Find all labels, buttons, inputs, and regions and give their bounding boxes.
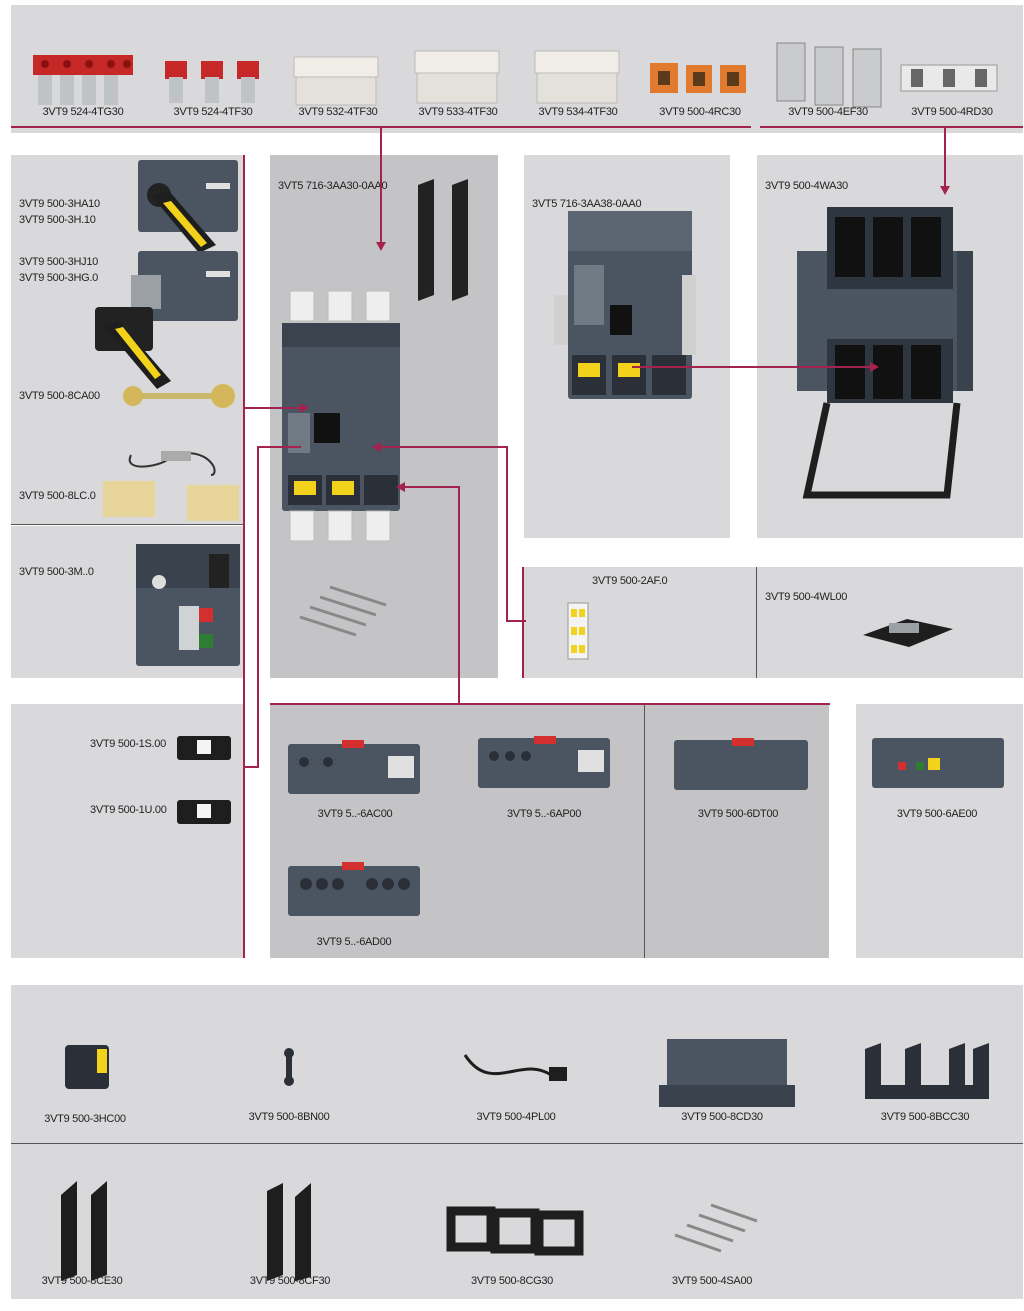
connector-top-to-withdrawable bbox=[944, 127, 946, 187]
connector-aux-horizontal bbox=[378, 446, 508, 448]
arrow-down-icon bbox=[940, 186, 950, 195]
handle-a-label-2: 3VT9 500-3H.10 bbox=[19, 214, 96, 226]
connector-plugin-to-withdrawable bbox=[632, 366, 872, 368]
connector-trip-vertical bbox=[458, 486, 460, 704]
terminal-label-5: 3VT9 534-4TF30 bbox=[538, 106, 618, 118]
terminal-label-1: 3VT9 524-4TG30 bbox=[42, 106, 124, 118]
connector-shunt-top bbox=[257, 446, 301, 448]
fixed-breaker-illustration bbox=[282, 179, 468, 637]
terminal-label-3: 3VT9 532-4TF30 bbox=[298, 106, 378, 118]
bottom-1-label-4: 3VT9 500-8CD30 bbox=[681, 1111, 763, 1123]
auxiliary-switch-illustration bbox=[567, 602, 589, 660]
trip-unit-ap-label: 3VT9 5..-6AP00 bbox=[506, 808, 582, 820]
bottom-2-label-4: 3VT9 500-4SA00 bbox=[671, 1275, 753, 1287]
plugin-breaker-illustration bbox=[554, 211, 696, 399]
terminal-label-8: 3VT9 500-4RD30 bbox=[911, 106, 993, 118]
shunt-release-illustration bbox=[177, 736, 231, 824]
bottom-1-label-3: 3VT9 500-4PL00 bbox=[476, 1111, 556, 1123]
connector-left-to-fixed bbox=[243, 407, 301, 409]
arrow-down-icon bbox=[376, 242, 386, 251]
connector-aux-foot bbox=[506, 620, 526, 622]
terminal-label-2: 3VT9 524-4TF30 bbox=[173, 106, 253, 118]
connector-aux-panel-edge bbox=[522, 567, 524, 678]
bottom-1-label-5: 3VT9 500-8BCC30 bbox=[880, 1111, 970, 1123]
withdrawable-lock-panel bbox=[757, 567, 1023, 678]
trip-unit-dt-label: 3VT9 500-6DT00 bbox=[697, 808, 779, 820]
bottom-2-label-2: 3VT9 500-8CF30 bbox=[249, 1275, 331, 1287]
terminal-illustrations bbox=[33, 42, 998, 108]
handle-a-label-1: 3VT9 500-3HA10 bbox=[19, 198, 100, 210]
top-connector-line-right bbox=[760, 126, 1023, 128]
arrow-right-icon bbox=[300, 403, 309, 413]
motor-operator-illustration bbox=[136, 544, 240, 666]
connector-trip-horizontal bbox=[402, 486, 460, 488]
arrow-left-icon bbox=[372, 442, 381, 452]
arrow-left-icon bbox=[396, 482, 405, 492]
bottom-accessory-illustrations bbox=[61, 1039, 989, 1281]
trip-unit-ac-label: 3VT9 5..-6AC00 bbox=[317, 808, 393, 820]
terminal-label-7: 3VT9 500-4EF30 bbox=[788, 106, 868, 118]
connector-shunt-vertical bbox=[257, 446, 259, 768]
motor-operator-label: 3VT9 500-3M..0 bbox=[19, 566, 94, 578]
plugin-breaker-label: 3VT5 716-3AA38-0AA0 bbox=[532, 198, 642, 210]
trip-unit-ae-illustration bbox=[872, 738, 1004, 788]
connector-trip-bus bbox=[270, 703, 830, 705]
connector-top-to-fixed bbox=[380, 127, 382, 243]
auxiliary-switch-panel bbox=[524, 567, 756, 678]
handle-b-label-1: 3VT9 500-3HJ10 bbox=[19, 256, 98, 268]
interlock-label: 3VT9 500-8CA00 bbox=[19, 390, 100, 402]
handle-illustrations bbox=[95, 160, 239, 521]
terminal-label-4: 3VT9 533-4TF30 bbox=[418, 106, 498, 118]
bottom-2-label-3: 3VT9 500-8CG30 bbox=[470, 1275, 554, 1287]
connector-aux-vertical bbox=[506, 446, 508, 622]
bottom-2-label-1: 3VT9 500-8CE30 bbox=[41, 1275, 123, 1287]
connector-left-bus bbox=[243, 155, 245, 958]
connector-shunt-bottom bbox=[243, 766, 259, 768]
bottom-1-label-2: 3VT9 500-8BN00 bbox=[248, 1111, 330, 1123]
arrow-right-icon bbox=[870, 362, 879, 372]
fixed-breaker-label: 3VT5 716-3AA30-0AA0 bbox=[278, 180, 388, 192]
terminal-label-6: 3VT9 500-4RC30 bbox=[659, 106, 741, 118]
withdrawable-lock-illustration bbox=[863, 619, 953, 647]
withdrawable-lock-label: 3VT9 500-4WL00 bbox=[765, 591, 848, 603]
trip-unit-illustrations bbox=[288, 736, 808, 916]
auxiliary-switch-label: 3VT9 500-2AF.0 bbox=[592, 575, 668, 587]
handle-b-label-2: 3VT9 500-3HG.0 bbox=[19, 272, 98, 284]
withdrawable-illustration bbox=[797, 207, 973, 499]
withdrawable-label: 3VT9 500-4WA30 bbox=[765, 180, 848, 192]
trip-unit-ae-label: 3VT9 500-6AE00 bbox=[896, 808, 978, 820]
bottom-1-label-1: 3VT9 500-3HC00 bbox=[44, 1113, 126, 1125]
bowden-label: 3VT9 500-8LC.0 bbox=[19, 490, 96, 502]
shunt-1-label: 3VT9 500-1S.00 bbox=[90, 738, 166, 750]
shunt-2-label: 3VT9 500-1U.00 bbox=[90, 804, 167, 816]
trip-unit-ad-label: 3VT9 5..-6AD00 bbox=[316, 936, 392, 948]
